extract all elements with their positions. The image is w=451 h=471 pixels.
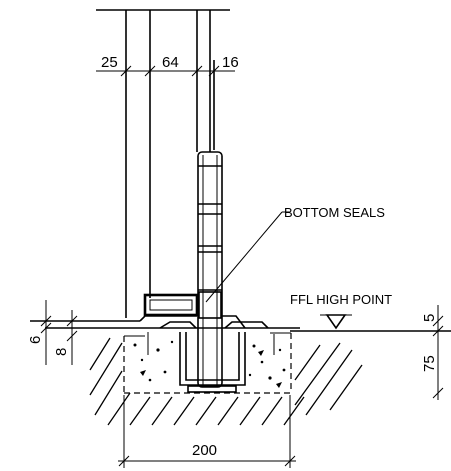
bottom-seals-leader xyxy=(205,211,283,303)
base-channel xyxy=(147,332,275,393)
dim-64: 64 xyxy=(162,54,179,71)
floor-lines xyxy=(30,315,451,332)
dim-6: 6 xyxy=(27,336,44,344)
concrete-aggregate xyxy=(133,340,286,388)
bottom-dimension: 200 xyxy=(118,395,296,468)
concrete-base xyxy=(123,332,292,394)
seal-stack xyxy=(197,151,223,388)
ground-hatching xyxy=(89,337,363,426)
bottom-seals-label: BOTTOM SEALS xyxy=(284,205,385,220)
left-dimensions: 6 8 xyxy=(27,300,78,365)
threshold-profile xyxy=(143,293,199,317)
door-frame xyxy=(125,10,215,318)
top-dimension: 25 64 16 xyxy=(96,54,239,77)
dim-200: 200 xyxy=(192,442,217,459)
dim-5: 5 xyxy=(421,314,438,322)
dim-75: 75 xyxy=(421,355,438,372)
dim-16: 16 xyxy=(222,54,239,71)
dim-25: 25 xyxy=(101,54,118,71)
ffl-triangle-icon xyxy=(325,314,347,330)
dim-8: 8 xyxy=(53,348,70,356)
right-dimensions: 5 75 xyxy=(421,305,444,400)
ffl-label: FFL HIGH POINT xyxy=(290,292,392,307)
